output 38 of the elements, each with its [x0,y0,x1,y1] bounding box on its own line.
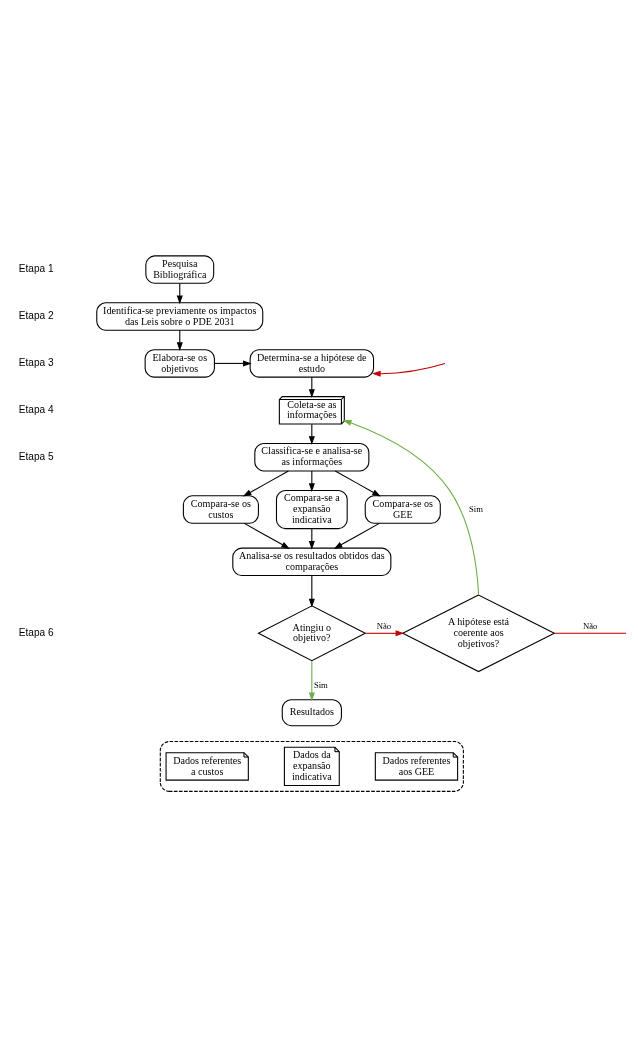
arrow [242,470,289,497]
edge-label: Sim [469,503,483,514]
label: Etapa 1 [18,263,54,275]
arrow [334,470,381,497]
arrow [214,360,252,367]
node-box: Analisa-se os resultados obtidos das comparações [232,547,392,577]
arrow [342,419,480,596]
node-box: Determina-se a hipótese de estudo [249,349,375,378]
label: Etapa 3 [18,357,54,369]
connector [553,632,627,634]
node-box: Identifica-se previamente os impactos das Leis sobre o PDE 2031 [96,302,264,331]
arrow [372,362,446,377]
label: Etapa 2 [18,310,54,322]
arrow [364,630,405,637]
label: Etapa 6 [18,626,54,638]
arrow [176,329,183,352]
node-box: Resultados [281,699,342,727]
arrow [176,282,183,305]
node-box: Classifica-se e analisa-se as informações [254,442,370,472]
node-box: Compara-se os custos [182,495,259,524]
cluster [159,741,464,792]
node-box: Compara-se os GEE [364,495,441,524]
arrow [333,522,380,549]
edge-label: Sim [313,679,328,690]
label: Etapa 4 [18,403,54,415]
node-box: Compara-se a expansão indicativa [275,489,348,530]
node-diamond: Atingiu o objetivo? [257,605,367,662]
arrow [308,660,315,702]
node-box: Pesquisa Bibliográfica [145,255,215,284]
edge-label: Não [583,620,598,631]
arrow [308,575,315,608]
edge-label: Não [376,620,392,631]
node-box: Elabora-se os objetivos [144,349,215,378]
arrow [308,376,315,398]
arrow [243,522,290,549]
label: Etapa 5 [18,450,54,462]
node-diamond: A hipótese está coerente aos objetivos? [401,594,556,673]
arrow [308,423,315,445]
